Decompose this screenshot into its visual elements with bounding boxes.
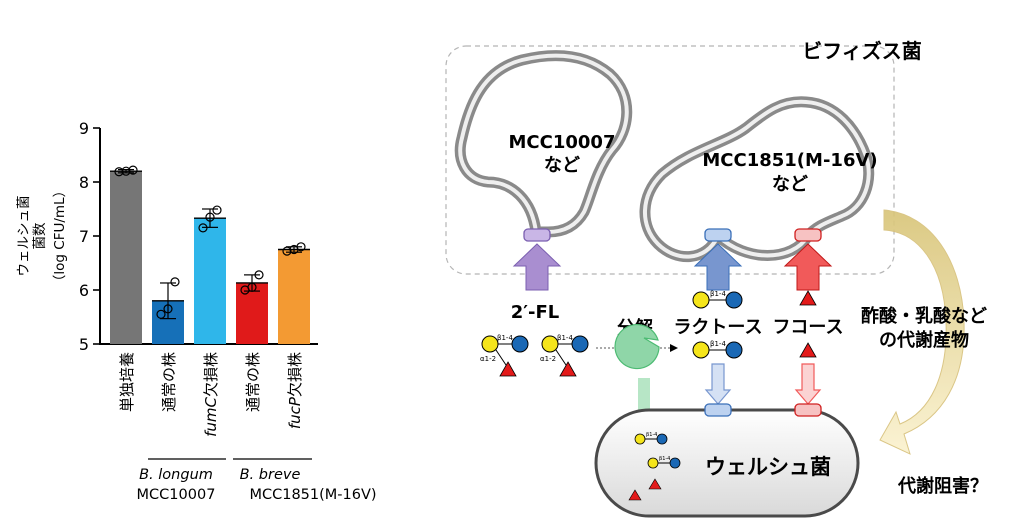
data-point — [114, 167, 124, 177]
data-point — [282, 246, 292, 256]
bar — [278, 249, 310, 344]
uptake-arrow-fucose-welch — [794, 363, 822, 405]
y-ticks: 5 6 7 8 9 — [79, 119, 100, 354]
lactose-molecule-top: β1-4 — [692, 290, 743, 309]
strain2-etc: など — [772, 174, 808, 195]
category-labels: 単独培養 通常の株 fumC欠損株 通常の株 fucP欠損株 — [118, 352, 304, 437]
uptake-arrow-lactose-welch — [704, 363, 732, 405]
bars — [110, 165, 310, 344]
data-point — [254, 270, 264, 280]
bar-chart: ウェルシュ菌菌数（log CFU/mL） 5 6 7 8 9 単独培養 通常の株 fumC欠… — [16, 119, 377, 503]
y-axis-label-line: ウェルシュ菌 — [16, 196, 32, 277]
label-welch: ウェルシュ菌 — [705, 455, 831, 479]
label-fucose: フコース — [772, 317, 843, 338]
inner-fucose-2 — [628, 489, 642, 501]
label-metabolite-2: の代謝産物 — [879, 329, 969, 351]
y-axis-label-line: （log CFU/mL） — [52, 184, 68, 288]
metabolite-curved-arrow — [879, 209, 965, 455]
fucose-triangle-bottom — [799, 342, 817, 358]
category-label: 通常の株 — [160, 352, 178, 412]
transporter-2fl — [523, 228, 551, 242]
dotted-arrow-head — [670, 344, 678, 352]
bond-b14-label: β1-4 — [710, 340, 726, 348]
bar — [110, 171, 142, 344]
inner-fucose-1 — [648, 478, 662, 490]
bond-b14-label: β1-4 — [497, 334, 513, 342]
group-strain-longum: MCC10007 — [137, 487, 216, 503]
data-point — [212, 205, 222, 215]
y-tick-label: 5 — [79, 335, 89, 354]
category-label: 通常の株 — [244, 352, 262, 412]
group-strain-breve: MCC1851(M-16V) — [249, 487, 376, 503]
label-lactose: ラクトース — [673, 317, 762, 338]
strain1-etc: など — [544, 155, 580, 176]
enzyme-stem — [638, 378, 650, 410]
degrading-enzyme-icon — [614, 323, 660, 370]
transporter-lactose-bifido — [704, 228, 732, 242]
uptake-arrow-2fl — [512, 243, 562, 291]
bond-b14-label: β1-4 — [710, 290, 726, 298]
data-point — [205, 212, 215, 222]
data-point — [163, 304, 173, 314]
category-label: fumC欠損株 — [202, 352, 220, 437]
inner-lactose-1: β1-4 — [634, 432, 668, 445]
transporter-fucose-bifido — [794, 228, 822, 242]
bond-b14-label: β1-4 — [646, 432, 657, 438]
data-point — [121, 166, 131, 176]
group-species-breve: B. breve — [240, 467, 301, 483]
bifido-cell-left — [454, 50, 633, 238]
group-species-longum: B. longum — [139, 467, 213, 483]
y-tick-label: 7 — [79, 227, 89, 246]
bond-a12-label: α1-2 — [480, 355, 496, 363]
inner-lactose-2: β1-4 — [647, 456, 681, 469]
transporter-lactose-welch — [704, 403, 732, 417]
y-axis-label-line: 菌数 — [32, 222, 48, 249]
data-point — [296, 242, 306, 252]
bifidobacteria-region — [445, 45, 895, 275]
bond-b14-label: β1-4 — [659, 456, 670, 462]
bifidobacteria-title: ビフィズス菌 — [802, 39, 922, 63]
y-tick-label: 8 — [79, 173, 89, 192]
data-point — [128, 165, 138, 175]
data-point — [170, 277, 180, 287]
data-point — [156, 309, 166, 319]
data-point — [247, 282, 257, 292]
glycan-2fl-1: β1-4 α1-2 — [480, 334, 529, 377]
y-axis-label: ウェルシュ菌菌数（log CFU/mL） — [16, 184, 68, 288]
data-point — [198, 223, 208, 233]
bar — [194, 218, 226, 344]
lactose-molecule-bottom: β1-4 — [692, 340, 743, 359]
uptake-arrow-fucose — [783, 243, 833, 291]
label-2fl: 2′-FL — [511, 302, 560, 323]
category-label: 単独培養 — [118, 352, 136, 412]
category-label: fucP欠損株 — [286, 352, 304, 429]
uptake-arrow-lactose — [693, 243, 743, 291]
glycan-2fl-2: β1-4 α1-2 — [540, 334, 589, 377]
fucose-triangle-top — [799, 290, 817, 306]
label-metabolite-1: 酢酸・乳酸など — [861, 305, 987, 327]
transporter-fucose-welch — [794, 403, 822, 417]
strain2-name: MCC1851(M-16V) — [702, 150, 877, 171]
bifido-cell-right — [639, 96, 875, 262]
bond-a12-label: α1-2 — [540, 355, 556, 363]
label-inhibition: 代謝阻害？ — [897, 475, 988, 497]
y-tick-label: 6 — [79, 281, 89, 300]
mechanism-diagram: ビフィズス菌 MCC10007 など MCC1851(M-16V) など 2′-… — [445, 39, 988, 518]
bar — [236, 282, 268, 344]
strain1-name: MCC10007 — [509, 132, 616, 153]
bond-b14-label: β1-4 — [557, 334, 573, 342]
y-tick-label: 9 — [79, 119, 89, 138]
